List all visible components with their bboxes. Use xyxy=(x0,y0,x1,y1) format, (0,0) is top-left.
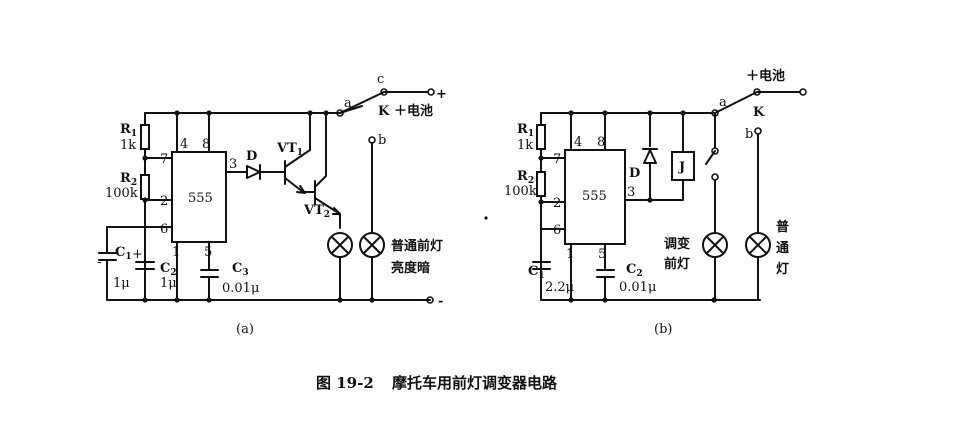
node-a-label-a: a xyxy=(344,96,352,111)
c1-value-b: 2.2μ xyxy=(545,280,574,295)
pin2-b: 2 xyxy=(553,196,561,211)
c2-plus-a: + xyxy=(132,247,143,262)
battery-label-b: ＋电池 xyxy=(746,68,785,84)
c1-minus-a: - xyxy=(97,255,101,270)
pin3-b: 3 xyxy=(627,185,635,200)
pin6-a: 6 xyxy=(160,222,168,237)
c1-label-b: C1 xyxy=(528,264,545,281)
circuit-b: R1 1k R2 100k 7 2 6 4 8 3 1 5 555 C1 2.2… xyxy=(504,68,807,337)
pin5-a: 5 xyxy=(204,245,212,260)
switch-k-label-b: K xyxy=(753,105,765,120)
circuit-a: R1 1k R2 100k 7 2 6 4 8 3 1 5 555 C1 1μ … xyxy=(97,72,447,337)
c2-label-b: C2 xyxy=(626,262,643,279)
figure-number: 图 19-2 xyxy=(316,374,374,392)
node-c-label-a: c xyxy=(377,72,384,87)
lamp2-label-line3-b: 灯 xyxy=(776,261,789,277)
pin5-b: 5 xyxy=(598,247,606,262)
c2-value-b: 0.01μ xyxy=(619,280,656,295)
r1-label-b: R1 xyxy=(517,122,534,139)
pin6-b: 6 xyxy=(553,223,561,238)
r2-label-b: R2 xyxy=(517,169,534,186)
node-a-label-b: a xyxy=(719,95,727,110)
pin1-a: 1 xyxy=(172,245,180,260)
stray-dot xyxy=(484,216,488,220)
c3-value-a: 0.01μ xyxy=(222,281,259,296)
relay-label-b: J xyxy=(678,160,685,175)
lamp-label-line1-a: 普通前灯 xyxy=(391,238,443,254)
pin8-b: 8 xyxy=(597,135,605,150)
r1-label-a: R1 xyxy=(120,122,137,139)
figure-title: 摩托车用前灯调变器电路 xyxy=(392,374,558,392)
pin4-b: 4 xyxy=(574,135,582,150)
battery-label-a: ＋电池 xyxy=(394,103,433,119)
c2-label-a: C2 xyxy=(160,261,177,278)
r2-value-a: 100k xyxy=(105,186,138,201)
vt2-label-a: VT2 xyxy=(303,203,330,220)
c1-label-a: C1 xyxy=(115,245,132,262)
pin7-a: 7 xyxy=(160,152,168,167)
node-b-label-a: b xyxy=(378,133,386,148)
pin1-b: 1 xyxy=(566,247,574,262)
pin3-a: 3 xyxy=(229,157,237,172)
r2-label-a: R2 xyxy=(120,171,137,188)
lamp2-label-line1-b: 普 xyxy=(776,219,789,235)
c1-value-a: 1μ xyxy=(113,276,130,291)
r2-value-b: 100k xyxy=(504,184,537,199)
ic-555-b: 555 xyxy=(582,189,607,204)
diode-label-b: D xyxy=(629,166,640,181)
pin8-a: 8 xyxy=(202,137,210,152)
pin2-a: 2 xyxy=(160,194,168,209)
minus-terminal-a: - xyxy=(438,294,443,309)
circuit-b-label: (b) xyxy=(654,322,672,337)
vt1-label-a: VT1 xyxy=(276,141,303,158)
diode-label-a: D xyxy=(246,149,257,164)
c2-value-a: 1μ xyxy=(160,276,177,291)
lamp1-label-line2-b: 前灯 xyxy=(664,256,690,272)
node-b-label-b: b xyxy=(745,127,753,142)
ic-555-a: 555 xyxy=(188,191,213,206)
switch-k-label-a: K xyxy=(378,104,390,119)
r1-value-a: 1k xyxy=(120,138,136,153)
plus-terminal-a: + xyxy=(436,87,447,102)
r1-value-b: 1k xyxy=(517,138,533,153)
pin7-b: 7 xyxy=(553,152,561,167)
circuit-a-label: (a) xyxy=(236,322,254,337)
lamp-label-line2-a: 亮度暗 xyxy=(391,260,430,276)
lamp2-label-line2-b: 通 xyxy=(776,240,789,256)
pin4-a: 4 xyxy=(180,137,188,152)
c3-label-a: C3 xyxy=(232,261,249,278)
lamp1-label-line1-b: 调变 xyxy=(664,236,690,252)
